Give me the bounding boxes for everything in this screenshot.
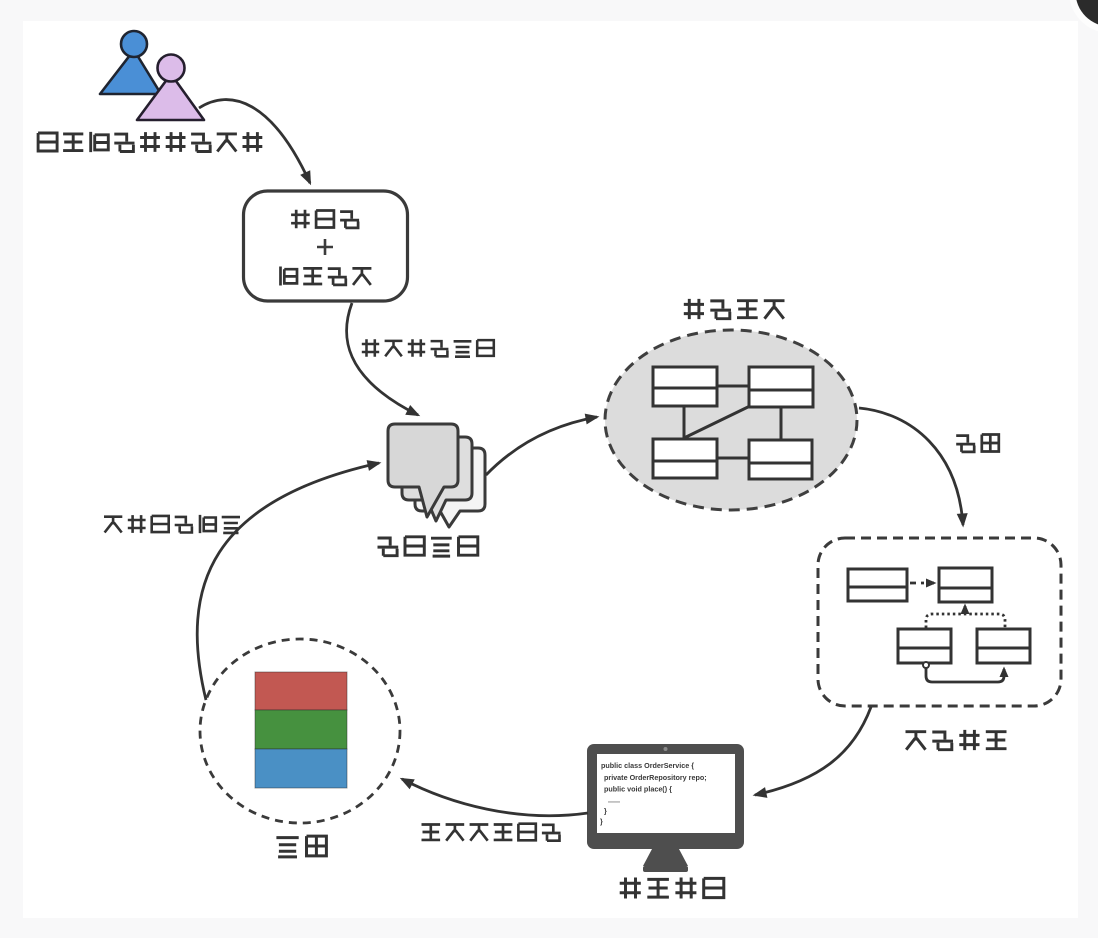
svg-text:......: ...... — [608, 796, 620, 805]
svg-text:}: } — [604, 807, 607, 816]
svg-text:public class OrderService {: public class OrderService { — [601, 761, 694, 770]
svg-text:}: } — [600, 817, 603, 826]
svg-text:public void place() {: public void place() { — [604, 785, 672, 794]
svg-text:private OrderRepository repo;: private OrderRepository repo; — [604, 773, 707, 782]
